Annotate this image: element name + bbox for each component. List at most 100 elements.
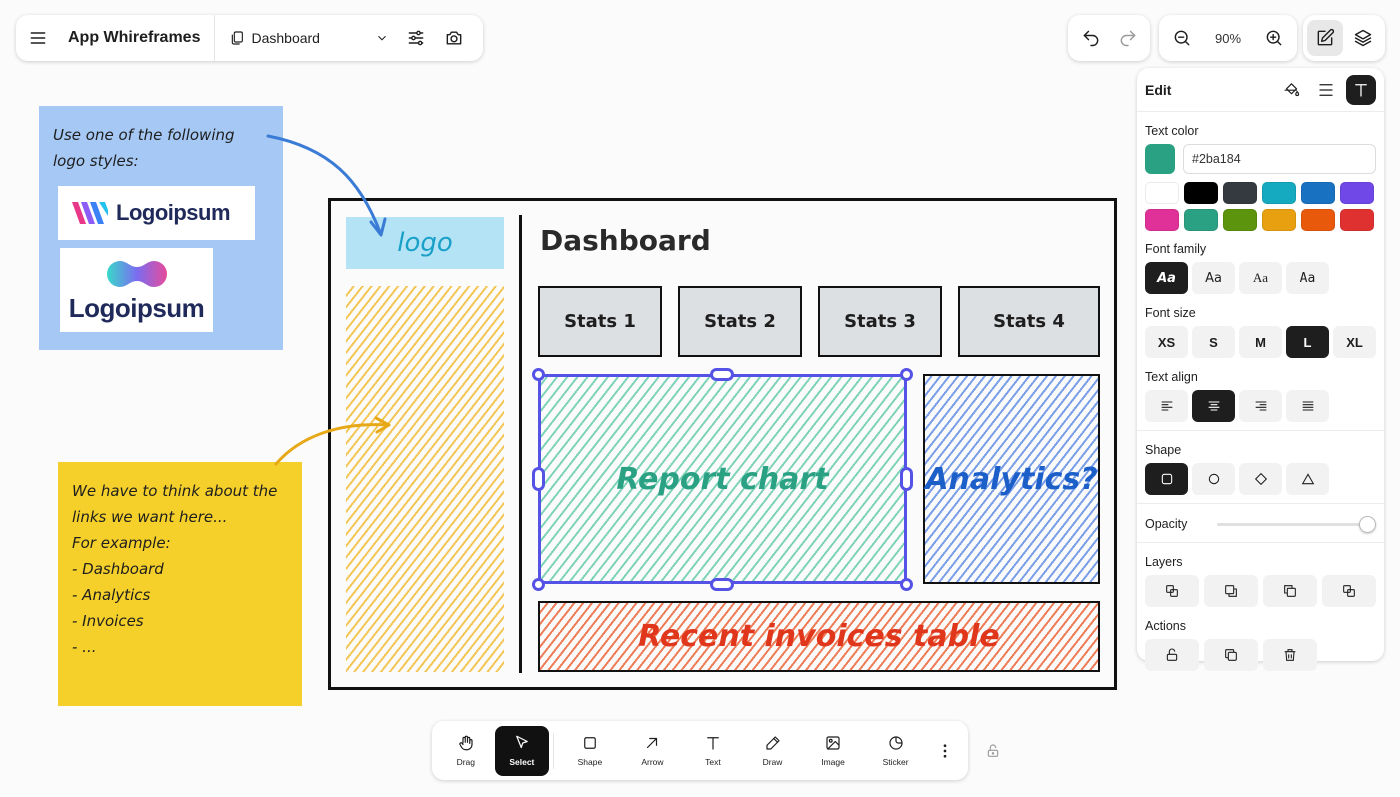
tool-sticker[interactable]: Sticker	[864, 726, 928, 776]
opacity-slider[interactable]	[1217, 514, 1376, 534]
tool-draw[interactable]: Draw	[743, 726, 803, 776]
color-swatch[interactable]	[1262, 182, 1296, 204]
sticky-text-line: We have to think about the	[72, 482, 278, 500]
bring-to-front-button[interactable]	[1145, 575, 1199, 607]
stroke-tab[interactable]	[1311, 75, 1341, 105]
lock-shape-button[interactable]	[1145, 639, 1199, 671]
text-tab[interactable]	[1346, 74, 1376, 105]
color-swatch[interactable]	[1340, 182, 1374, 204]
zoom-level[interactable]: 90%	[1214, 30, 1242, 46]
wireframe-divider-line[interactable]	[519, 215, 522, 673]
resize-handle-top-right[interactable]	[900, 368, 913, 381]
wireframe-stats-card[interactable]: Stats 3	[818, 286, 942, 357]
undo-button[interactable]	[1074, 21, 1108, 55]
sticky-note-links[interactable]: We have to think about the links we want…	[58, 462, 302, 706]
wireframe-logo-label: logo	[397, 228, 453, 258]
color-swatch[interactable]	[1301, 182, 1335, 204]
sticky-text-line: links we want here...	[72, 508, 228, 526]
resize-handle-left[interactable]	[532, 467, 545, 491]
edit-panel-header: Edit	[1137, 68, 1384, 112]
pages-icon	[232, 31, 244, 45]
shape-rectangle-button[interactable]	[1145, 463, 1188, 495]
app-title: App Whireframes	[60, 15, 216, 61]
resize-handle-bottom-left[interactable]	[532, 578, 545, 591]
text-color-label: Text color	[1145, 124, 1199, 138]
font-family-sans[interactable]: Aa	[1192, 262, 1235, 294]
wireframe-invoices-table[interactable]: Recent invoices table	[538, 601, 1100, 672]
font-family-serif[interactable]: Aa	[1239, 262, 1282, 294]
wireframe-stats-card[interactable]: Stats 2	[678, 286, 802, 357]
color-swatch[interactable]	[1184, 209, 1218, 231]
blob-logo-icon	[106, 260, 167, 287]
tool-select[interactable]: Select	[494, 725, 550, 776]
send-backward-button[interactable]	[1263, 575, 1317, 607]
zoom-in-button[interactable]	[1259, 23, 1289, 53]
bring-forward-button[interactable]	[1204, 575, 1258, 607]
tool-arrow[interactable]: Arrow	[622, 726, 684, 776]
resize-handle-top-left[interactable]	[532, 368, 545, 381]
align-left-button[interactable]	[1145, 390, 1188, 422]
tool-drag[interactable]: Drag	[437, 726, 495, 776]
duplicate-button[interactable]	[1204, 639, 1258, 671]
color-swatch[interactable]	[1145, 209, 1179, 231]
more-tools-button[interactable]	[927, 726, 963, 776]
resize-handle-right[interactable]	[900, 467, 913, 491]
color-swatch[interactable]	[1301, 209, 1335, 231]
align-right-button[interactable]	[1239, 390, 1282, 422]
wireframe-stats-card[interactable]: Stats 4	[958, 286, 1100, 357]
logo-sample-1[interactable]: Logoipsum	[58, 186, 255, 240]
font-size-l[interactable]: L	[1286, 326, 1329, 358]
settings-button[interactable]	[397, 19, 435, 57]
opacity-slider-thumb[interactable]	[1359, 516, 1376, 533]
sticky-text-line: - Analytics	[72, 586, 151, 604]
wireframe-sidebar-placeholder[interactable]	[346, 286, 504, 672]
align-justify-button[interactable]	[1286, 390, 1329, 422]
wireframe-report-chart[interactable]: Report chart	[538, 374, 907, 584]
redo-button[interactable]	[1111, 21, 1145, 55]
hamburger-menu-button[interactable]	[16, 15, 60, 61]
fill-tab[interactable]	[1276, 75, 1306, 105]
font-size-m[interactable]: M	[1239, 326, 1282, 358]
tool-image[interactable]: Image	[802, 726, 864, 776]
sticker-icon	[889, 736, 903, 750]
align-center-button[interactable]	[1192, 390, 1235, 422]
delete-button[interactable]	[1263, 639, 1317, 671]
current-color-swatch[interactable]	[1145, 144, 1175, 174]
resize-handle-bottom-right[interactable]	[900, 578, 913, 591]
font-size-xl[interactable]: XL	[1333, 326, 1376, 358]
sticky-text-line: - Invoices	[72, 612, 144, 630]
font-size-s[interactable]: S	[1192, 326, 1235, 358]
font-size-xs[interactable]: XS	[1145, 326, 1188, 358]
font-family-mono[interactable]: Aa	[1286, 262, 1329, 294]
shape-diamond-button[interactable]	[1239, 463, 1282, 495]
lock-toolbar-button[interactable]	[982, 740, 1004, 762]
resize-handle-top[interactable]	[710, 368, 734, 381]
wireframe-stats-card[interactable]: Stats 1	[538, 286, 662, 357]
hex-color-input[interactable]	[1183, 144, 1376, 174]
edit-mode-button[interactable]	[1307, 20, 1343, 56]
color-swatch[interactable]	[1184, 182, 1218, 204]
tool-text[interactable]: Text	[683, 726, 743, 776]
wireframe-analytics[interactable]: Analytics?	[923, 374, 1100, 584]
history-controls	[1068, 15, 1150, 61]
tool-shape[interactable]: Shape	[558, 726, 622, 776]
shape-triangle-button[interactable]	[1286, 463, 1329, 495]
screenshot-button[interactable]	[435, 19, 473, 57]
color-swatch[interactable]	[1223, 209, 1257, 231]
wireframe-logo-box[interactable]: logo	[346, 217, 504, 269]
color-swatch[interactable]	[1223, 182, 1257, 204]
rectangle-icon	[1161, 473, 1172, 485]
page-select-dropdown[interactable]: Dashboard	[215, 15, 397, 61]
font-family-hand[interactable]: Aa	[1145, 262, 1188, 294]
color-swatch[interactable]	[1262, 209, 1296, 231]
circle-icon	[1208, 473, 1219, 485]
layers-button[interactable]	[1345, 20, 1381, 56]
zoom-out-button[interactable]	[1167, 23, 1197, 53]
color-swatch[interactable]	[1340, 209, 1374, 231]
shape-ellipse-button[interactable]	[1192, 463, 1235, 495]
resize-handle-bottom[interactable]	[710, 578, 734, 591]
wireframe-title[interactable]: Dashboard	[540, 224, 711, 257]
send-to-back-button[interactable]	[1322, 575, 1376, 607]
logo-sample-2[interactable]: Logoipsum	[60, 248, 213, 332]
color-swatch[interactable]	[1145, 182, 1179, 204]
